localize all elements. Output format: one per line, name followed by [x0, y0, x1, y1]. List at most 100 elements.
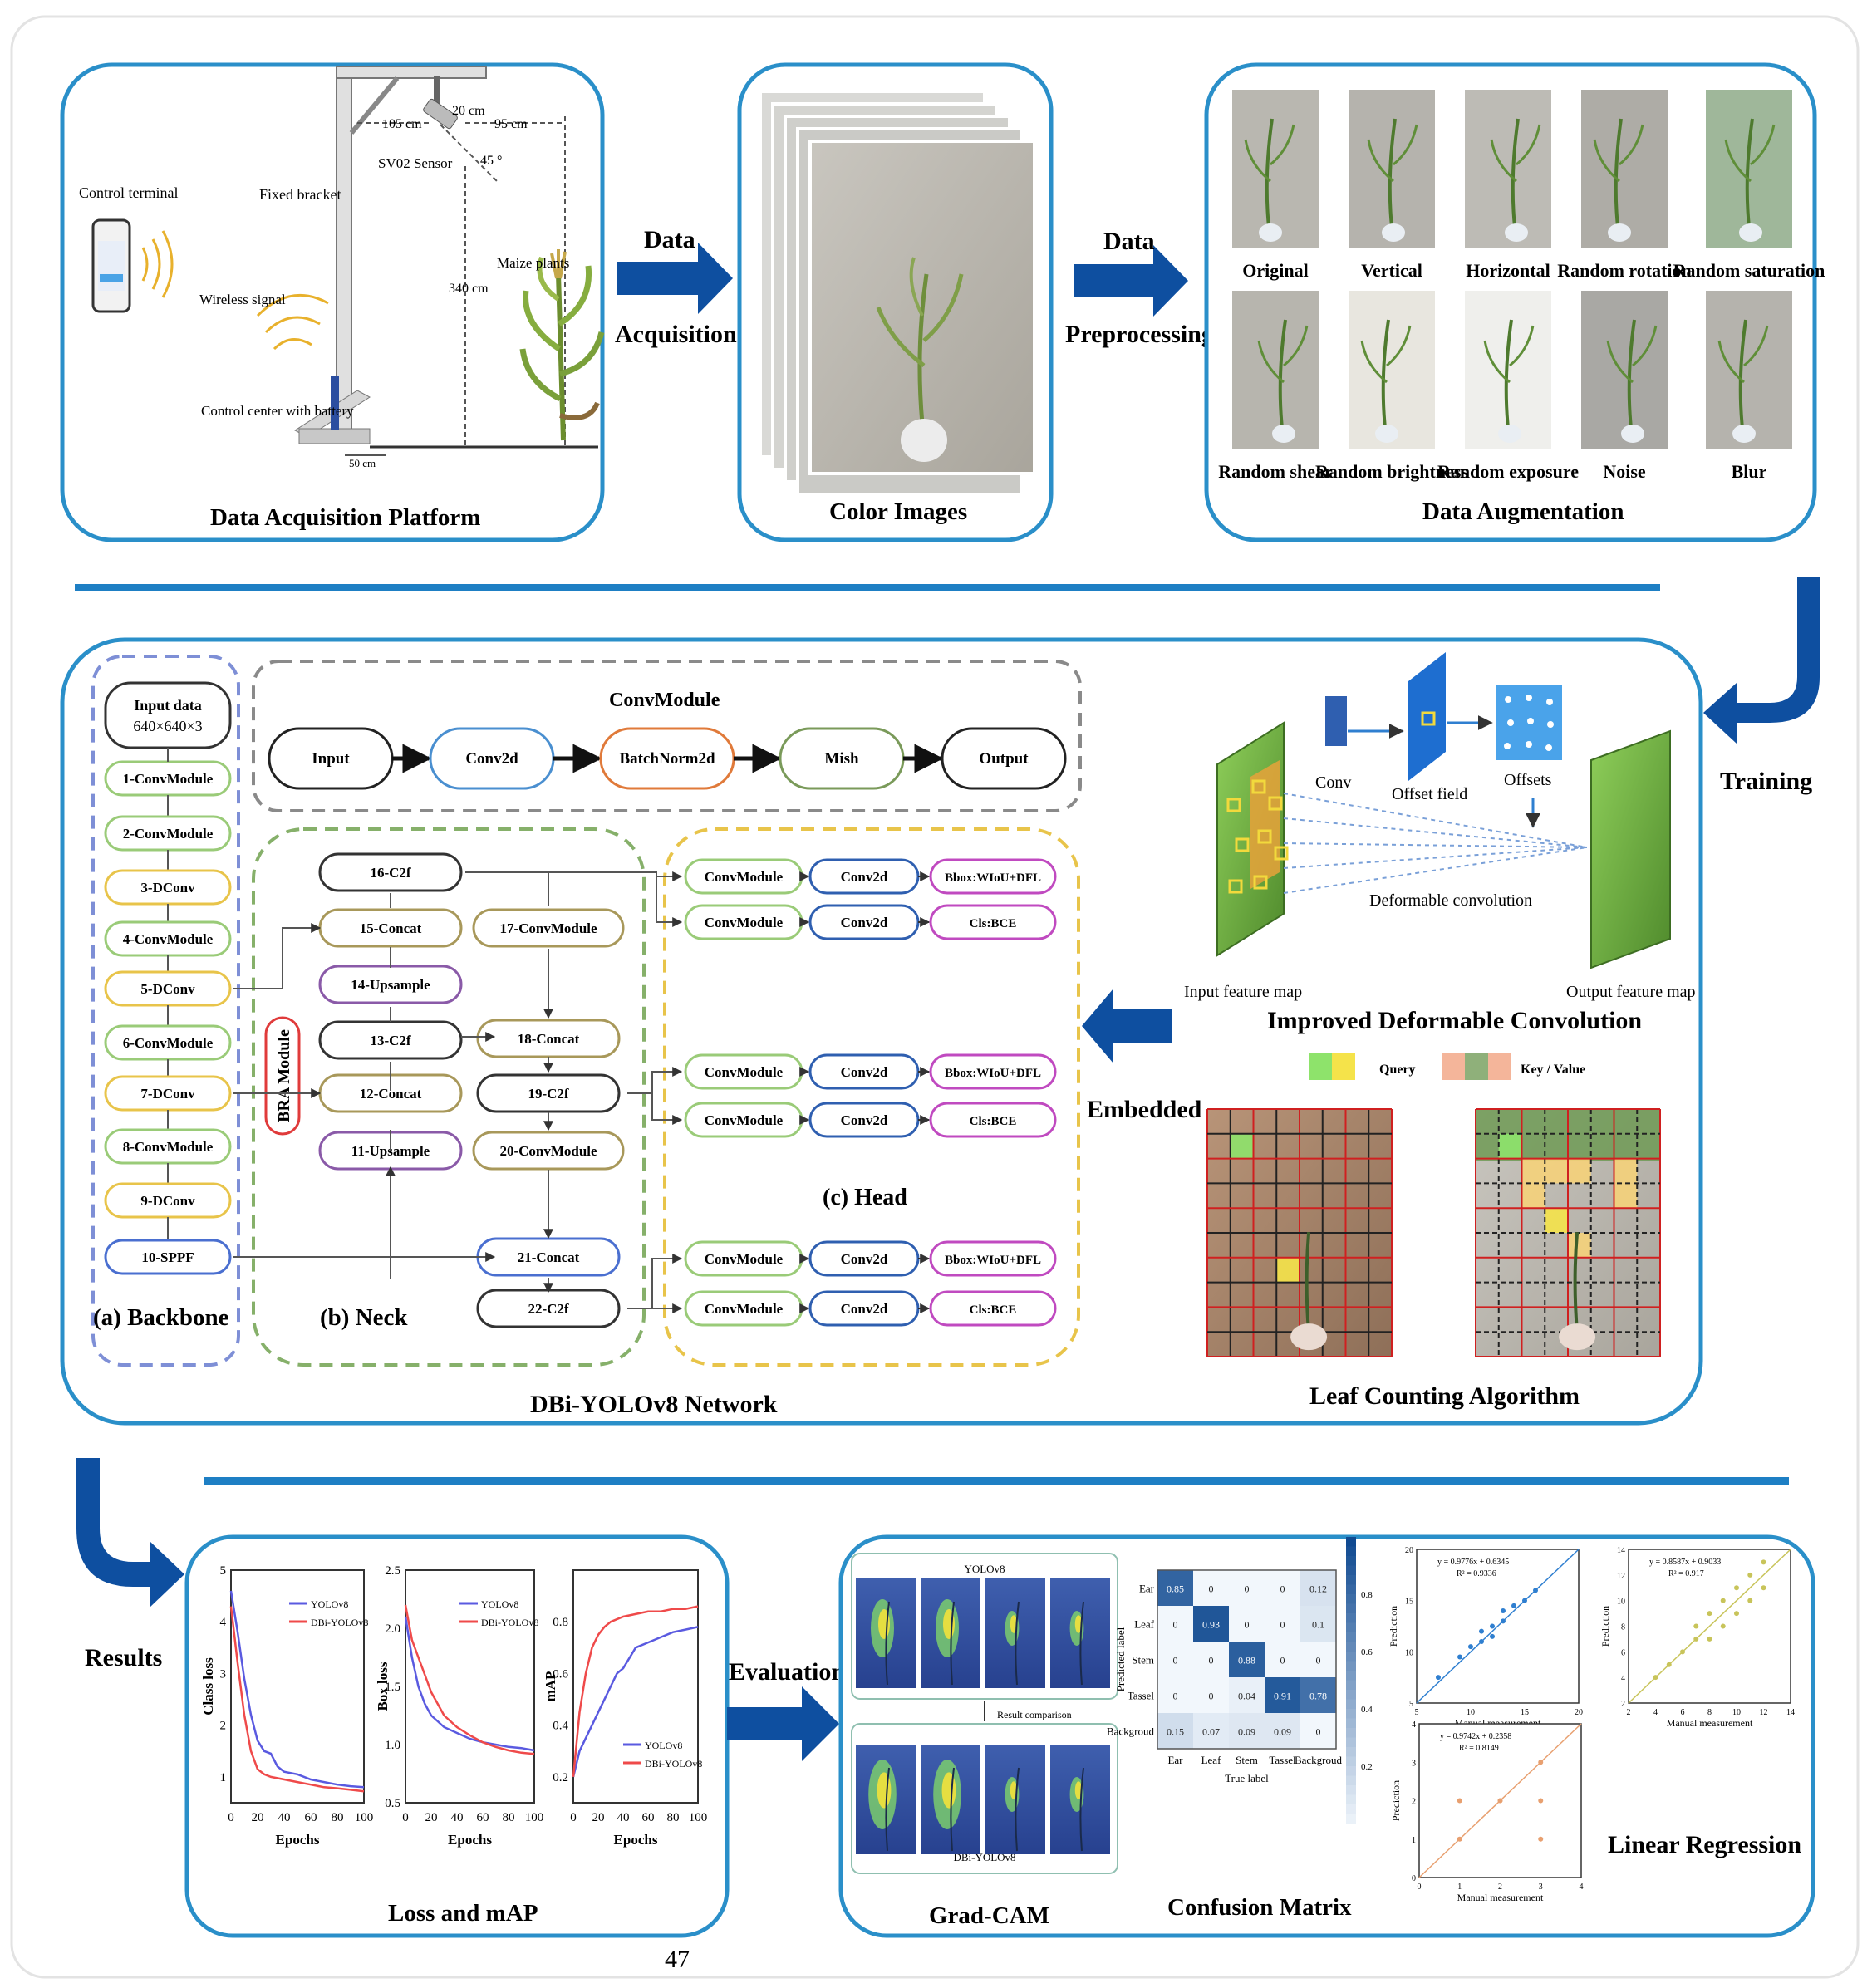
thumb-plant-1 — [1388, 118, 1397, 228]
deformable-title: Improved Deformable Convolution — [1267, 1007, 1642, 1034]
loss-xtick-1-1: 20 — [425, 1811, 438, 1824]
thumb-plant-0 — [1265, 118, 1274, 228]
cm-colorbar-seg-10 — [1346, 1632, 1356, 1643]
cm-colorbar-tick-2: 0.6 — [1361, 1647, 1373, 1657]
legend-text-a-1: YOLOv8 — [481, 1598, 518, 1610]
deformable-convolution-diagram: Conv Offset field Offsets Deformable con… — [1184, 652, 1696, 1034]
training-arrow: Training — [1703, 577, 1820, 795]
backbone-node-5: 5-DConv — [104, 970, 232, 1007]
cm-value-1-4: 0.1 — [1312, 1619, 1324, 1631]
augmentation-thumb-8: Noise — [1581, 291, 1668, 482]
loss-ytick-2-1: 0.4 — [553, 1720, 568, 1733]
gradcam-top-label: YOLOv8 — [964, 1563, 1005, 1575]
convmodule-step-2-label: BatchNorm2d — [619, 750, 715, 768]
augmentation-label-1: Vertical — [1361, 260, 1422, 281]
cm-colorbar-seg-0 — [1346, 1537, 1356, 1548]
loss-series-1-1 — [404, 1604, 535, 1755]
regression-point-1-9 — [1734, 1611, 1739, 1617]
regression-ytick-2-3: 3 — [1412, 1759, 1416, 1768]
loss-map-title: Loss and mAP — [388, 1900, 538, 1927]
augmentation-thumb-3: Random rotation — [1557, 90, 1692, 281]
loss-xtick-0-5: 100 — [355, 1811, 374, 1824]
page-number: 47 — [665, 1946, 690, 1973]
wireless-signal-label: Wireless signal — [199, 292, 286, 307]
head-output-2-label: Bbox:WIoU+DFL — [945, 1067, 1041, 1080]
augmentation-label-6: Random brightness — [1315, 461, 1468, 482]
cm-colorbar-seg-24 — [1346, 1766, 1356, 1777]
cm-colorbar-seg-22 — [1346, 1747, 1356, 1758]
regression-r2-2: R² = 0.8149 — [1459, 1744, 1499, 1753]
thumb-pot-4 — [1739, 223, 1762, 242]
neck-node-22-label: 22-C2f — [528, 1301, 568, 1317]
cm-value-4-4: 0 — [1316, 1726, 1321, 1738]
backbone-node-10: 10-SPPF — [104, 1239, 232, 1275]
cm-cell-2-0 — [1157, 1642, 1193, 1677]
convmodule-step-1: Conv2d — [429, 727, 555, 790]
dimension-105cm: 105 cm — [382, 117, 422, 131]
grid-left-plant — [1305, 1232, 1311, 1333]
regression-ylabel-2: Prediction — [1390, 1780, 1402, 1821]
regression-point-0-0 — [1436, 1675, 1441, 1681]
evaluation-panel: YOLOv8 DBi-YOLOv8 Result comparison Grad… — [838, 1534, 1815, 1938]
neck-node-18: 18-Concat — [476, 1019, 621, 1058]
cm-cell-1-0 — [1157, 1606, 1193, 1642]
cm-cell-3-4 — [1300, 1677, 1336, 1713]
head-convmodule-2-label: ConvModule — [705, 1064, 784, 1080]
augmentation-thumb-1: Vertical — [1349, 90, 1435, 281]
thumb-pot-7 — [1498, 425, 1521, 443]
grid-right-cell-0 — [1498, 1133, 1522, 1159]
gradcam-core-1-2 — [1010, 1781, 1018, 1799]
thumb-image-2 — [1465, 90, 1551, 248]
grid-right-cell-2 — [1545, 1158, 1568, 1184]
head-conv2d-0: Conv2d — [808, 858, 920, 895]
gradcam-tile-0-1 — [921, 1578, 980, 1688]
loss-xtick-1-2: 40 — [451, 1811, 464, 1824]
head-label: (c) Head — [823, 1185, 907, 1210]
regression-ytick-2-0: 0 — [1412, 1874, 1416, 1883]
regression-xlabel-2: Manual measurement — [1457, 1892, 1544, 1903]
training-label: Training — [1720, 768, 1812, 795]
backbone-node-8-label: 8-ConvModule — [123, 1139, 214, 1155]
thumb-image-0 — [1232, 90, 1319, 248]
loss-series-2-1 — [572, 1605, 699, 1778]
gradcam-stem-1-1 — [950, 1767, 955, 1852]
color-images-title: Color Images — [829, 498, 967, 525]
head-output-0-shape — [929, 858, 1057, 895]
acquisition-platform-title: Data Acquisition Platform — [210, 504, 480, 531]
cm-value-4-3: 0.09 — [1274, 1726, 1291, 1738]
augmentation-label-3: Random rotation — [1557, 260, 1692, 281]
input-feature-map-label: Input feature map — [1184, 983, 1302, 1001]
loss-xlabel-0: Epochs — [276, 1832, 320, 1848]
backbone-node-3-label: 3-DConv — [140, 880, 195, 896]
thumb-plant-9 — [1738, 319, 1747, 429]
gradcam-stem-0-1 — [950, 1601, 955, 1686]
regression-point-2-0 — [1457, 1836, 1462, 1842]
head-convmodule-0: ConvModule — [684, 858, 803, 895]
head-output-0-label: Bbox:WIoU+DFL — [945, 871, 1041, 885]
regression-xtick-0-0: 5 — [1415, 1708, 1419, 1717]
cm-col-label-1: Leaf — [1201, 1754, 1221, 1766]
head-output-2-shape — [929, 1053, 1057, 1090]
augmentation-label-8: Noise — [1603, 461, 1646, 482]
cm-xlabel: True label — [1225, 1772, 1269, 1784]
network-title: DBi-YOLOv8 Network — [530, 1391, 778, 1418]
grid-right-cell-4 — [1614, 1158, 1638, 1184]
augmentation-thumb-0: Original — [1232, 90, 1319, 281]
loss-xtick-2-1: 20 — [592, 1811, 605, 1824]
head-output-5-shape — [929, 1290, 1057, 1327]
data-augmentation-title: Data Augmentation — [1422, 498, 1624, 525]
cm-colorbar-seg-6 — [1346, 1594, 1356, 1605]
cm-colorbar-seg-2 — [1346, 1556, 1356, 1567]
cm-cell-2-3 — [1265, 1642, 1300, 1677]
cm-colorbar-seg-11 — [1346, 1642, 1356, 1652]
cm-col-label-3: Tassel — [1269, 1754, 1296, 1766]
cm-colorbar-seg-12 — [1346, 1652, 1356, 1662]
thumb-plant-4 — [1745, 118, 1754, 228]
convmodule-step-3-label: Mish — [824, 750, 859, 768]
evaluation-label: Evaluation — [729, 1658, 845, 1686]
cm-colorbar-seg-13 — [1346, 1661, 1356, 1671]
head-output-3-shape — [929, 1102, 1057, 1138]
cm-colorbar-tick-1: 0.4 — [1361, 1705, 1373, 1715]
